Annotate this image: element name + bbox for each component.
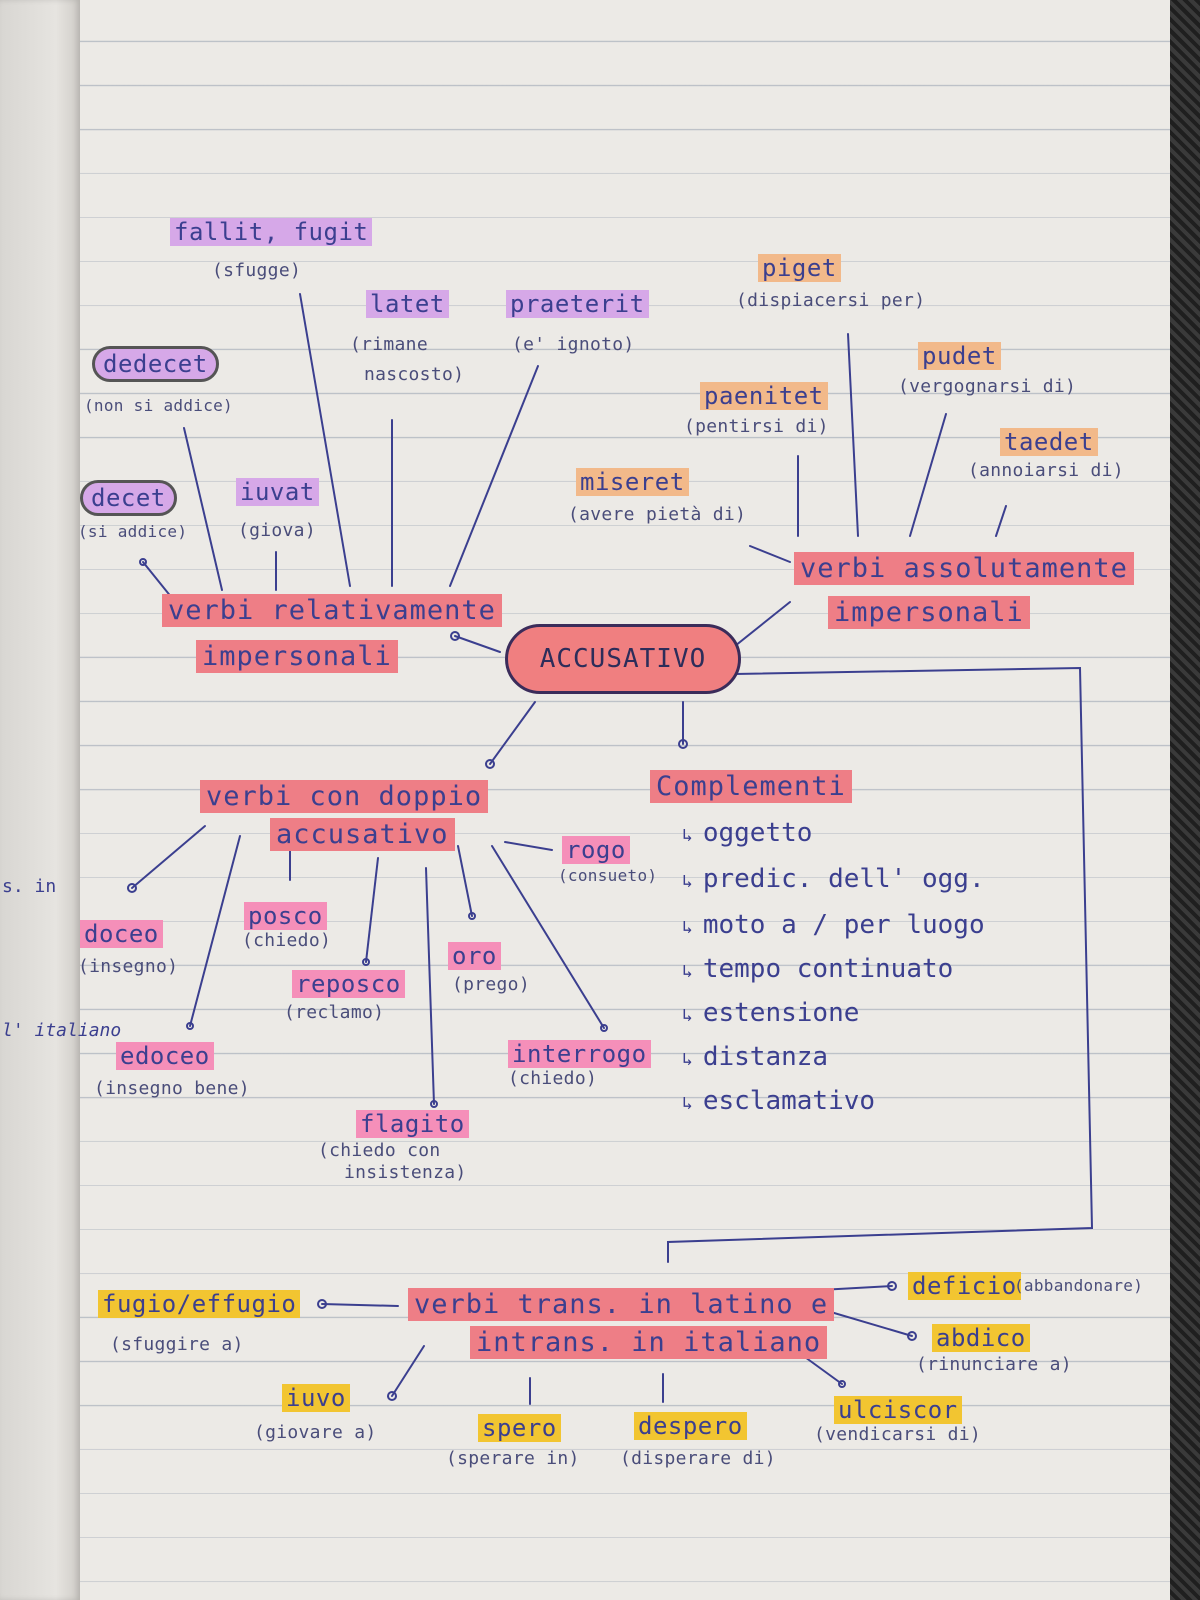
- gloss-flagito-2: insistenza): [344, 1162, 467, 1183]
- trans-group-title-2: intrans. in italiano: [470, 1326, 828, 1359]
- right-group-title: verbi assolutamente: [794, 552, 1134, 585]
- margin-fragment: l' italiano: [2, 1020, 122, 1041]
- trans-group-title: verbi trans. in latino e: [408, 1288, 835, 1321]
- central-node: ACCUSATIVO: [505, 624, 741, 694]
- gloss-doceo: (insegno): [78, 956, 179, 977]
- node-doceo: doceo: [80, 920, 163, 948]
- gloss-latet: (rimane: [350, 334, 428, 355]
- gloss-ulciscor: (vendicarsi di): [814, 1424, 982, 1445]
- page-gutter: [0, 0, 80, 1600]
- complement-item: ↳esclamativo: [682, 1086, 876, 1116]
- gloss-deficio: (abbandonare): [1014, 1276, 1144, 1295]
- gloss-pudet: (vergognarsi di): [898, 376, 1077, 397]
- complement-item: ↳estensione: [682, 998, 860, 1028]
- complement-item-label: oggetto: [702, 818, 813, 848]
- gloss-taedet: (annoiarsi di): [968, 460, 1124, 481]
- node-oro: oro: [448, 942, 501, 970]
- complement-item: ↳oggetto: [682, 818, 813, 848]
- complement-item-label: distanza: [702, 1042, 829, 1072]
- node-fallit: fallit, fugit: [170, 218, 373, 246]
- left-group-title-2: impersonali: [196, 640, 398, 673]
- gloss-oro: (prego): [452, 974, 530, 995]
- gloss-piget: (dispiacersi per): [736, 290, 926, 311]
- gloss-praeterit: (e' ignoto): [512, 334, 635, 355]
- gloss-edoceo: (insegno bene): [94, 1078, 250, 1099]
- gloss-paenitet: (pentirsi di): [684, 416, 829, 437]
- gloss-posco: (chiedo): [242, 930, 332, 951]
- gloss-abdico: (rinunciare a): [916, 1354, 1072, 1375]
- node-deficio: deficio: [908, 1272, 1021, 1300]
- gloss-fallit: (sfugge): [212, 260, 302, 281]
- node-edoceo: edoceo: [116, 1042, 214, 1070]
- complement-item-label: moto a / per luogo: [702, 910, 985, 940]
- complement-item-label: esclamativo: [702, 1086, 876, 1116]
- gloss-iuvo: (giovare a): [254, 1422, 377, 1443]
- margin-fragment: s. in: [2, 876, 57, 897]
- gloss-reposco: (reclamo): [284, 1002, 385, 1023]
- node-fugio: fugio/effugio: [98, 1290, 301, 1318]
- gloss-interrogo: (chiedo): [508, 1068, 598, 1089]
- right-group-title-2: impersonali: [828, 596, 1030, 629]
- node-rogo: rogo: [562, 836, 630, 864]
- gloss-iuvat: (giova): [238, 520, 316, 541]
- node-interrogo: interrogo: [508, 1040, 651, 1068]
- node-spero: spero: [478, 1414, 561, 1442]
- node-posco: posco: [244, 902, 327, 930]
- node-ulciscor: ulciscor: [834, 1396, 962, 1424]
- node-flagito: flagito: [356, 1110, 469, 1138]
- node-iuvo: iuvo: [282, 1384, 350, 1412]
- gloss-fugio: (sfuggire a): [110, 1334, 244, 1355]
- complement-item-label: estensione: [702, 998, 860, 1028]
- gloss-decet: (si addice): [78, 522, 188, 541]
- desk-background: [1170, 0, 1200, 1600]
- node-decet: decet: [80, 480, 177, 516]
- node-dedecet: dedecet: [92, 346, 219, 382]
- complement-item: ↳moto a / per luogo: [682, 910, 985, 940]
- complement-item: ↳tempo continuato: [682, 954, 954, 984]
- node-miseret: miseret: [576, 468, 689, 496]
- complement-item: ↳predic. dell' ogg.: [682, 864, 985, 894]
- complement-item: ↳distanza: [682, 1042, 829, 1072]
- gloss-despero: (disperare di): [620, 1448, 776, 1469]
- double-group-title-2: accusativo: [270, 818, 455, 851]
- double-group-title: verbi con doppio: [200, 780, 489, 813]
- gloss-rogo: (consueto): [558, 866, 658, 885]
- node-latet: latet: [366, 290, 449, 318]
- gloss-spero: (sperare in): [446, 1448, 580, 1469]
- node-paenitet: paenitet: [700, 382, 828, 410]
- node-taedet: taedet: [1000, 428, 1098, 456]
- complement-item-label: predic. dell' ogg.: [702, 864, 985, 894]
- gloss-flagito: (chiedo con: [318, 1140, 441, 1161]
- node-praeterit: praeterit: [506, 290, 649, 318]
- gloss-latet-2: nascosto): [364, 364, 465, 385]
- node-iuvat: iuvat: [236, 478, 319, 506]
- complements-title: Complementi: [650, 770, 852, 803]
- gloss-dedecet: (non si addice): [84, 396, 233, 415]
- gloss-miseret: (avere pietà di): [568, 504, 747, 525]
- node-piget: piget: [758, 254, 841, 282]
- left-group-title: verbi relativamente: [162, 594, 502, 627]
- node-despero: despero: [634, 1412, 747, 1440]
- node-reposco: reposco: [292, 970, 405, 998]
- node-abdico: abdico: [932, 1324, 1030, 1352]
- complement-item-label: tempo continuato: [702, 954, 954, 984]
- node-pudet: pudet: [918, 342, 1001, 370]
